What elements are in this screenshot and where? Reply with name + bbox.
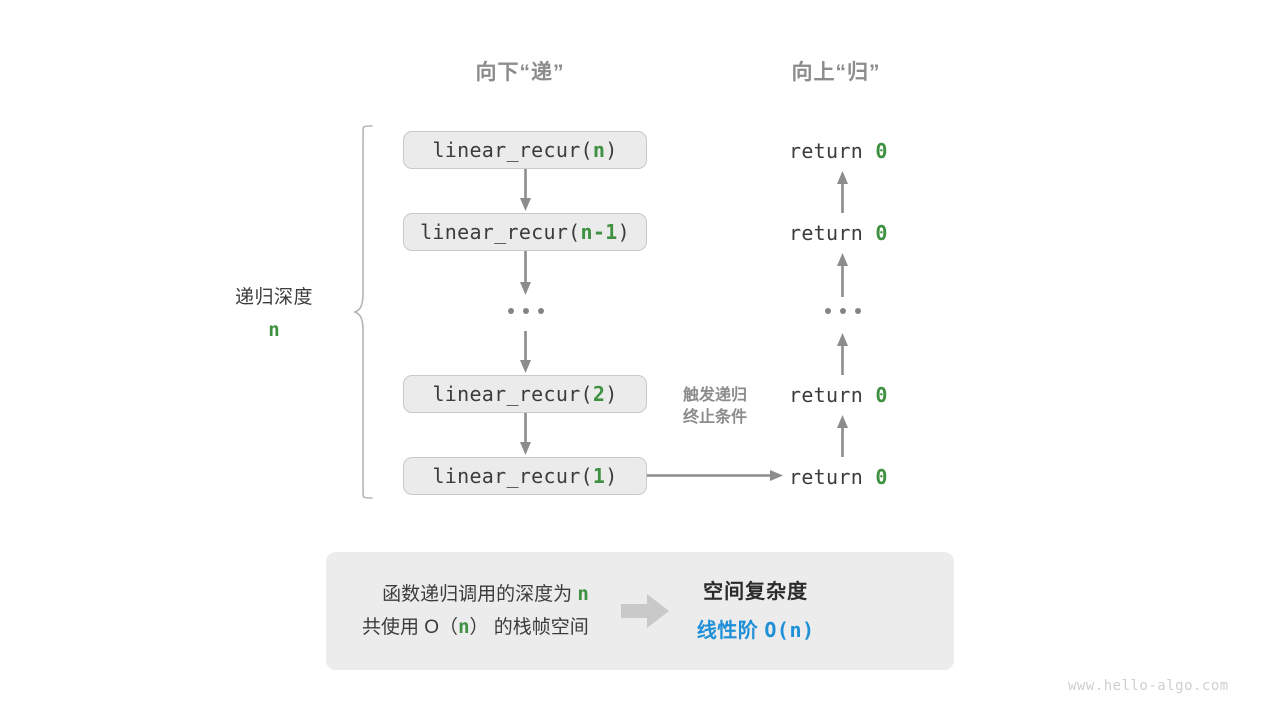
complexity-value-label: 线性阶: [696, 619, 765, 642]
base-case-arrow-icon: [647, 470, 783, 481]
call-box-1-arg: 1: [592, 464, 606, 488]
return-label-3: return 0: [789, 383, 888, 407]
recursion-depth-value: n: [268, 319, 280, 341]
up-arrow-4-icon: [837, 415, 848, 457]
return-value: 0: [875, 465, 888, 489]
up-arrow-2-icon: [837, 253, 848, 297]
up-arrow-3-icon: [837, 333, 848, 375]
call-box-2-arg: 2: [592, 382, 606, 406]
trigger-note-line1: 触发递归: [682, 387, 747, 404]
returns-ellipsis: [825, 308, 861, 314]
down-arrow-3-icon: [520, 331, 531, 373]
column-header-descend: 向下“递”: [475, 61, 565, 84]
summary-panel: 函数递归调用的深度为 n 共使用 O（n） 的栈帧空间 空间复杂度 线性阶 O(…: [326, 552, 954, 670]
return-value: 0: [875, 221, 888, 245]
return-keyword: return: [789, 465, 864, 489]
return-value: 0: [875, 383, 888, 407]
ellipsis-dot: [855, 308, 861, 314]
recursion-depth-title: 递归深度: [234, 287, 313, 308]
summary-line-2-var: n: [458, 616, 470, 638]
summary-line-2: 共使用 O（n） 的栈帧空间: [362, 611, 589, 644]
summary-line-2-text-a: 共使用 O（: [362, 617, 459, 638]
call-box-n-arg: n: [592, 138, 606, 162]
summary-line-1: 函数递归调用的深度为 n: [362, 578, 589, 611]
call-box-1-suffix: ): [605, 464, 618, 488]
ellipsis-dot: [840, 308, 846, 314]
return-label-1: return 0: [789, 139, 888, 163]
ellipsis-dot: [538, 308, 544, 314]
call-box-n-suffix: ): [605, 138, 618, 162]
complexity-value: 线性阶 O(n): [697, 614, 815, 647]
summary-line-1-text: 函数递归调用的深度为: [382, 583, 578, 605]
trigger-note-line2: 终止条件: [682, 408, 747, 426]
return-label-4: return 0: [789, 465, 888, 489]
down-arrow-2-icon: [520, 251, 531, 295]
summary-left-text: 函数递归调用的深度为 n 共使用 O（n） 的栈帧空间: [326, 578, 589, 645]
return-keyword: return: [789, 221, 864, 245]
call-box-1: linear_recur(1): [403, 457, 647, 495]
return-keyword: return: [789, 383, 864, 407]
complexity-title: 空间复杂度: [703, 580, 809, 603]
ellipsis-dot: [523, 308, 529, 314]
right-block-arrow-icon: [620, 594, 669, 628]
call-stack-ellipsis: [508, 308, 544, 314]
column-header-ascend: 向上“归”: [791, 61, 881, 84]
up-arrow-1-icon: [837, 171, 848, 213]
call-box-n-minus-1-suffix: ): [617, 220, 630, 244]
watermark: www.hello-algo.com: [1068, 678, 1229, 694]
return-value: 0: [875, 139, 888, 163]
call-box-2-prefix: linear_recur(: [432, 382, 593, 406]
summary-arrow-wrap: [589, 591, 697, 631]
return-label-2: return 0: [789, 221, 888, 245]
call-box-n-minus-1: linear_recur(n-1): [403, 213, 647, 251]
call-box-n-minus-1-arg: n-1: [580, 220, 618, 244]
summary-line-1-var: n: [577, 582, 589, 605]
return-keyword: return: [789, 139, 864, 163]
trigger-note: 触发递归 终止条件: [650, 385, 780, 428]
summary-right-text: 空间复杂度 线性阶 O(n): [697, 576, 815, 647]
call-box-2: linear_recur(2): [403, 375, 647, 413]
down-arrow-4-icon: [520, 413, 531, 455]
call-box-1-prefix: linear_recur(: [432, 464, 593, 488]
call-box-n-minus-1-prefix: linear_recur(: [420, 220, 581, 244]
down-arrow-1-icon: [520, 169, 531, 211]
recursion-depth-brace: [352, 125, 373, 499]
complexity-value-notation: O(n): [764, 617, 815, 642]
ellipsis-dot: [508, 308, 514, 314]
recursion-depth-label: 递归深度 n: [184, 282, 364, 341]
summary-line-2-text-b: ） 的栈帧空间: [469, 617, 589, 638]
call-box-n: linear_recur(n): [403, 131, 647, 169]
call-box-n-prefix: linear_recur(: [432, 138, 593, 162]
call-box-2-suffix: ): [605, 382, 618, 406]
ellipsis-dot: [825, 308, 831, 314]
